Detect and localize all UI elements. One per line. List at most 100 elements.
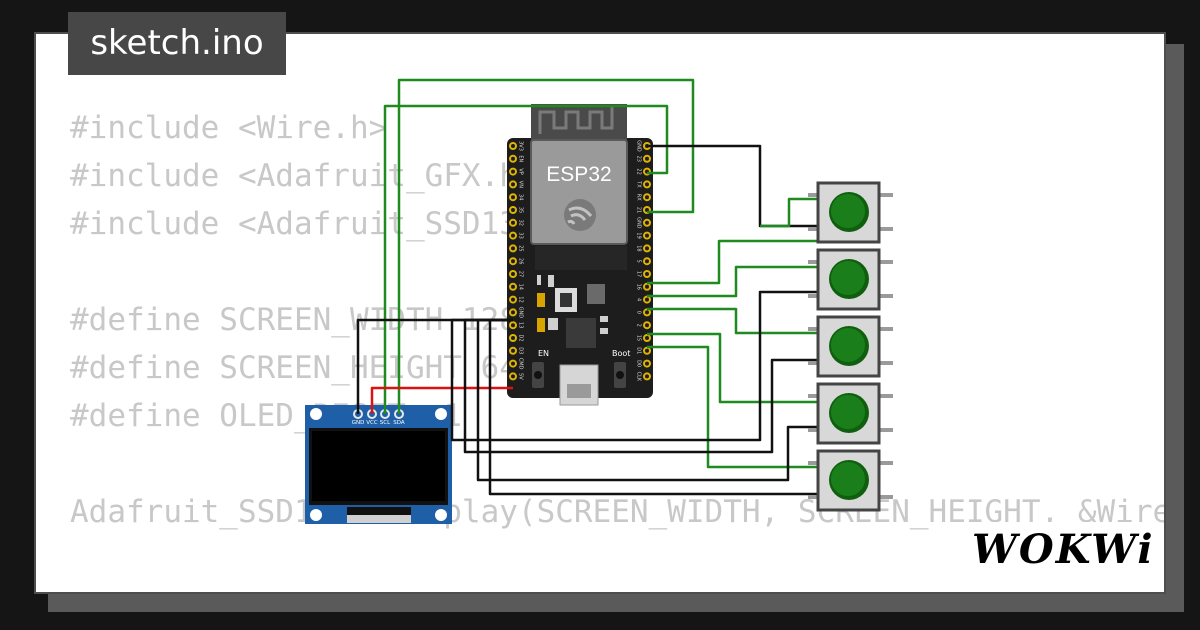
esp32-pin[interactable]: CLK (636, 372, 651, 382)
esp32-pin[interactable]: TX (636, 180, 651, 189)
pin-label: 14 (518, 284, 524, 290)
esp32-pin[interactable]: VN (509, 180, 524, 189)
green-wire[interactable] (647, 265, 818, 298)
pin-label: 0 (636, 311, 642, 314)
pin-label: VP (518, 168, 524, 174)
pin-label: EN (518, 155, 524, 162)
esp32-pin[interactable]: 3V3 (509, 141, 524, 151)
pin-label: 12 (518, 296, 524, 302)
pin-label: 27 (518, 271, 524, 277)
pin-label: 2 (636, 324, 642, 327)
green-wire[interactable] (760, 197, 818, 228)
pin-label: 18 (636, 245, 642, 251)
esp32-pin[interactable]: 12 (509, 295, 524, 304)
esp32-pin[interactable]: GND (509, 307, 524, 319)
green-wire[interactable] (647, 332, 818, 404)
pin-label: 32 (518, 220, 524, 226)
code-line: #include <Wire.h> (70, 110, 388, 146)
esp32-label: ESP32 (546, 163, 611, 186)
pin-label: 15 (636, 335, 642, 341)
esp32-pin[interactable]: D3 (509, 346, 524, 355)
code-line: void setup() { (70, 584, 1164, 592)
oled-pin-label: GND (352, 420, 365, 426)
oled-display[interactable] (305, 405, 452, 524)
esp32-pin[interactable]: 23 (636, 154, 651, 163)
pin-label: D2 (518, 334, 524, 341)
pin-label: GND (518, 307, 524, 319)
pushbutton[interactable] (808, 181, 893, 244)
esp32-pin[interactable]: GND (636, 217, 651, 229)
oled-pin-label: SCL (380, 420, 391, 426)
black-wire[interactable] (450, 290, 818, 442)
black-wire[interactable] (488, 318, 818, 496)
pin-label: 5V (518, 373, 524, 380)
pin-label: 13 (518, 322, 524, 328)
green-wire[interactable] (647, 307, 818, 335)
esp32-pin[interactable]: 19 (636, 231, 651, 240)
oled-pin-label: VCC (366, 420, 378, 426)
esp32-pin[interactable]: 25 (509, 244, 524, 253)
esp32-pin[interactable]: VP (509, 167, 524, 176)
pushbutton[interactable] (808, 382, 893, 445)
esp32-board[interactable]: ESP32 EN Boot (507, 104, 653, 406)
pin-label: 34 (518, 194, 524, 200)
green-wire[interactable] (647, 345, 818, 469)
esp32-pin[interactable]: D0 (636, 359, 651, 368)
pin-label: 35 (518, 207, 524, 213)
boot-label: Boot (612, 349, 630, 358)
green-wire[interactable] (647, 239, 818, 285)
black-wire[interactable] (463, 318, 818, 454)
esp32-pin[interactable]: CMD (509, 358, 524, 370)
black-wire[interactable] (476, 318, 818, 482)
pin-label: 16 (636, 284, 642, 290)
pin-label: 25 (518, 245, 524, 251)
pin-label: 4 (636, 298, 642, 301)
pin-label: 21 (636, 207, 642, 213)
pin-label: 3V3 (518, 141, 524, 151)
esp32-pin[interactable]: 18 (636, 244, 651, 253)
pin-label: 26 (518, 258, 524, 264)
pushbutton[interactable] (808, 315, 893, 378)
pin-label: D0 (636, 360, 642, 367)
pin-label: 17 (636, 271, 642, 277)
esp32-pin[interactable]: 2 (636, 321, 651, 330)
esp32-pin[interactable]: RX (636, 193, 651, 201)
oled-screen (312, 431, 445, 501)
en-label: EN (538, 349, 549, 358)
wires (356, 78, 818, 496)
pin-label: 23 (636, 156, 642, 162)
pin-label: VN (518, 181, 524, 188)
pushbutton[interactable] (808, 449, 893, 512)
esp32-pin[interactable]: 33 (509, 231, 524, 240)
pin-label: TX (636, 180, 642, 188)
esp32-pin[interactable]: 27 (509, 270, 524, 278)
black-wire[interactable] (647, 144, 818, 228)
esp32-pin[interactable]: 14 (509, 282, 524, 291)
green-wire[interactable] (383, 104, 669, 414)
esp32-pin[interactable]: 34 (509, 193, 524, 202)
pin-label: D3 (518, 347, 524, 354)
pin-label: D1 (636, 347, 642, 354)
file-tab[interactable]: sketch.ino (68, 12, 286, 75)
code-line: #include <Adafruit_GFX.h> (70, 158, 537, 194)
esp32-pin[interactable]: 35 (509, 206, 524, 214)
pin-label: GND (636, 140, 642, 152)
espressif-logo-icon (564, 199, 596, 231)
esp32-pin[interactable]: D2 (509, 334, 524, 342)
esp32-pin[interactable]: 17 (636, 270, 651, 278)
esp32-pin[interactable]: 5 (636, 257, 651, 266)
green-wire[interactable] (397, 78, 695, 414)
esp32-pin[interactable]: EN (509, 154, 524, 163)
esp32-pin[interactable]: 26 (509, 257, 524, 266)
pushbutton[interactable] (808, 248, 893, 311)
pin-label: GND (636, 217, 642, 229)
esp32-pin[interactable]: 5V (509, 372, 524, 381)
pin-label: RX (636, 194, 642, 201)
pin-label: 19 (636, 232, 642, 238)
wokwi-logo-text: WOKWi (972, 526, 1155, 573)
esp32-pin[interactable]: 13 (509, 321, 524, 330)
esp32-pin[interactable]: 32 (509, 218, 524, 227)
